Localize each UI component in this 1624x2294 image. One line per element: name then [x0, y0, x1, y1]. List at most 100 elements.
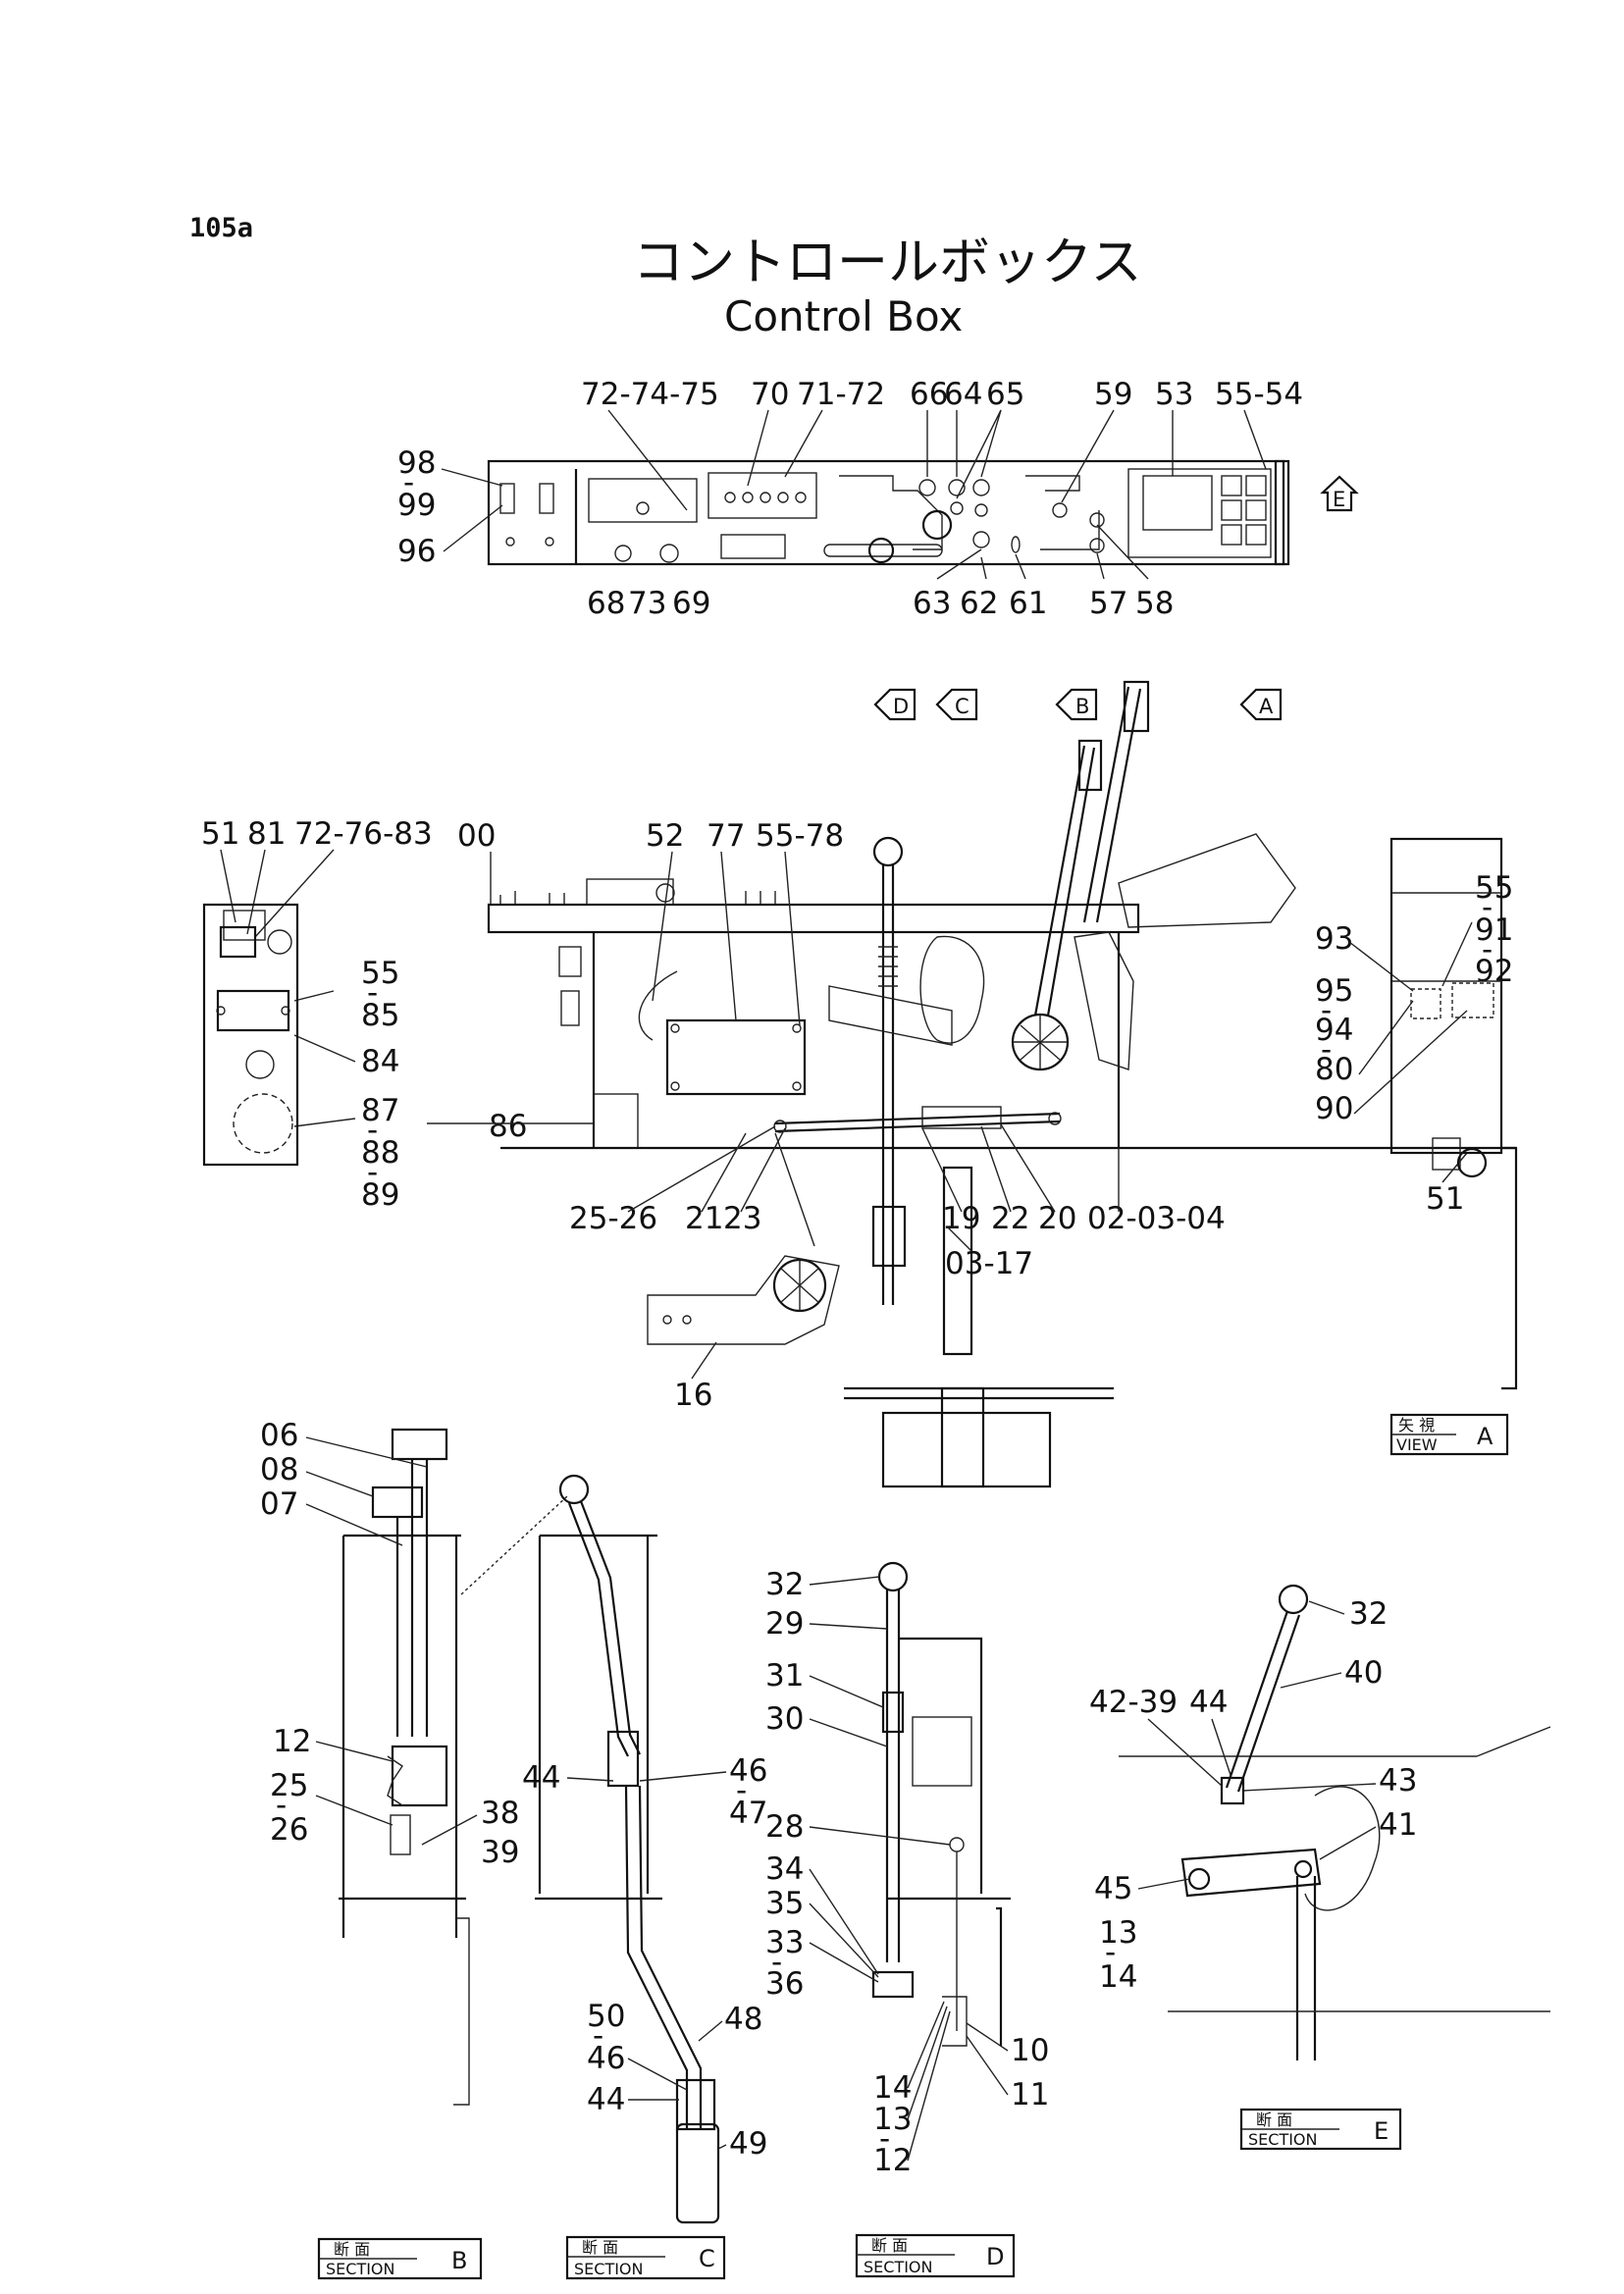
svg-text:12: 12 [273, 1724, 311, 1759]
svg-text:66: 66 [910, 377, 948, 412]
svg-text:90: 90 [1315, 1091, 1353, 1126]
svg-text:44: 44 [587, 2082, 625, 2117]
svg-text:14: 14 [1099, 1959, 1137, 1995]
svg-text:70: 70 [751, 377, 789, 412]
svg-text:95: 95 [1315, 973, 1353, 1009]
svg-text:16: 16 [674, 1378, 712, 1413]
svg-text:57: 57 [1089, 586, 1127, 621]
title-english: Control Box [724, 292, 963, 340]
svg-text:38: 38 [481, 1796, 519, 1831]
svg-text:77: 77 [707, 818, 745, 854]
svg-text:42-39: 42-39 [1089, 1685, 1178, 1720]
svg-text:43: 43 [1379, 1763, 1417, 1799]
svg-text:33: 33 [765, 1925, 804, 1960]
svg-text:93: 93 [1315, 921, 1353, 957]
svg-text:08: 08 [260, 1452, 298, 1487]
svg-text:E: E [1374, 2117, 1388, 2145]
svg-text:23: 23 [723, 1201, 761, 1236]
svg-text:28: 28 [765, 1809, 804, 1845]
page-number: 105a [189, 213, 253, 243]
svg-text:03-17: 03-17 [945, 1246, 1033, 1281]
tag-section-c: 断 面 SECTION C [565, 2235, 726, 2280]
svg-text:06: 06 [260, 1418, 298, 1453]
view-a [1389, 837, 1518, 1390]
svg-text:61: 61 [1009, 586, 1047, 621]
svg-text:68: 68 [587, 586, 625, 621]
title-japanese: コントロールボックス [633, 234, 1141, 292]
svg-text:19: 19 [942, 1201, 980, 1236]
svg-text:69: 69 [672, 586, 710, 621]
svg-text:-: - [771, 1945, 782, 1980]
svg-text:断 面: 断 面 [334, 2240, 370, 2259]
svg-text:99: 99 [397, 488, 436, 523]
svg-text:25: 25 [270, 1768, 308, 1803]
svg-text:25-26: 25-26 [569, 1201, 657, 1236]
svg-text:20: 20 [1038, 1201, 1076, 1236]
section-c-drawing [535, 1474, 720, 2224]
svg-text:72-74-75: 72-74-75 [581, 377, 719, 412]
svg-text:14: 14 [873, 2070, 912, 2106]
svg-text:46: 46 [587, 2041, 625, 2076]
svg-text:73: 73 [628, 586, 666, 621]
tag-section-b: 断 面 SECTION B [317, 2237, 483, 2280]
section-e-leaders [1137, 1600, 1377, 1890]
svg-text:-: - [403, 465, 414, 500]
svg-text:26: 26 [270, 1812, 308, 1848]
svg-text:63: 63 [913, 586, 951, 621]
svg-text:-: - [1482, 890, 1493, 925]
svg-text:22: 22 [991, 1201, 1029, 1236]
svg-text:44: 44 [522, 1760, 560, 1796]
top-panel-view [487, 459, 1290, 566]
svg-text:53: 53 [1155, 377, 1193, 412]
svg-text:断 面: 断 面 [1256, 2111, 1292, 2129]
svg-text:85: 85 [361, 998, 399, 1033]
svg-text:B: B [451, 2247, 467, 2274]
svg-text:51: 51 [201, 816, 239, 852]
section-d-labels: 32 29 31 30 28 34 35 33 - 36 14 13 - 12 … [765, 1567, 1049, 2178]
section-b-drawing [339, 1428, 568, 2106]
top-view-leaders [441, 409, 1267, 580]
svg-text:48: 48 [724, 2002, 762, 2037]
svg-text:D: D [893, 695, 909, 718]
svg-text:-: - [1321, 1032, 1332, 1068]
svg-text:88: 88 [361, 1135, 399, 1171]
svg-text:矢 視: 矢 視 [1398, 1416, 1435, 1434]
svg-text:E: E [1333, 488, 1345, 511]
svg-text:46: 46 [729, 1753, 767, 1789]
svg-text:55: 55 [361, 956, 399, 991]
svg-text:-: - [1321, 993, 1332, 1028]
svg-text:91: 91 [1475, 912, 1513, 948]
top-view-labels: 72-74-75 70 71-72 66 64 65 59 53 55-54 9… [397, 377, 1303, 621]
svg-text:45: 45 [1094, 1871, 1132, 1906]
tag-section-e: 断 面 SECTION E [1239, 2108, 1402, 2151]
svg-text:98: 98 [397, 445, 436, 481]
svg-text:40: 40 [1344, 1655, 1383, 1691]
svg-text:B: B [1075, 695, 1089, 718]
svg-text:-: - [1105, 1935, 1116, 1970]
svg-text:07: 07 [260, 1486, 298, 1522]
svg-text:-: - [367, 975, 378, 1011]
svg-text:D: D [986, 2243, 1004, 2270]
svg-text:55-54: 55-54 [1215, 377, 1303, 412]
svg-text:-: - [736, 1773, 747, 1808]
svg-text:59: 59 [1094, 377, 1132, 412]
section-c-labels: 44 46 - 47 50 - 46 48 44 49 [522, 1753, 767, 2162]
svg-text:49: 49 [729, 2126, 767, 2162]
svg-text:36: 36 [765, 1966, 804, 2002]
svg-text:47: 47 [729, 1796, 767, 1831]
main-view-labels: 51 81 72-76-83 00 52 77 55-78 55 - 85 84… [201, 816, 1513, 1413]
section-b-labels: 06 08 07 12 25 - 26 38 39 [260, 1418, 519, 1870]
svg-text:81: 81 [247, 816, 286, 852]
svg-text:断 面: 断 面 [871, 2236, 908, 2255]
svg-text:-: - [1482, 932, 1493, 967]
svg-text:SECTION: SECTION [864, 2258, 933, 2276]
svg-text:-: - [276, 1788, 287, 1823]
svg-text:62: 62 [960, 586, 998, 621]
view-arrow-e: E [1320, 475, 1359, 512]
svg-text:12: 12 [873, 2143, 912, 2178]
svg-text:34: 34 [765, 1851, 804, 1887]
svg-text:10: 10 [1011, 2033, 1049, 2068]
svg-text:41: 41 [1379, 1807, 1417, 1843]
svg-text:65: 65 [986, 377, 1024, 412]
